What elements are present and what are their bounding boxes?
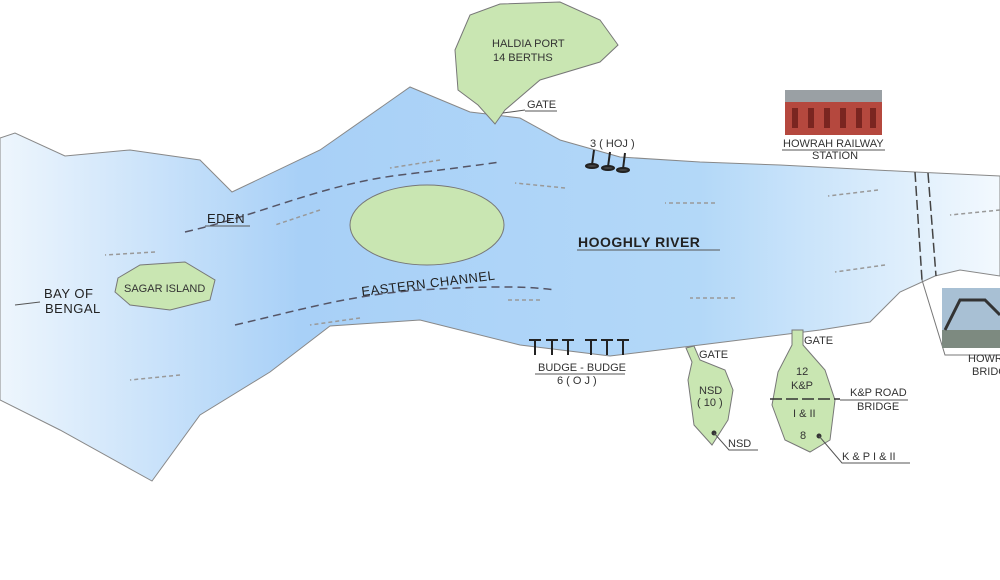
nsd-dock xyxy=(685,345,734,446)
gate-kp-label: GATE xyxy=(804,335,833,347)
howrah-station-label-2: STATION xyxy=(812,150,858,162)
kp-count-label: 12 xyxy=(796,366,808,378)
gate-nsd-label: GATE xyxy=(699,349,728,361)
eden-label: EDEN xyxy=(207,211,245,226)
river-water xyxy=(0,86,1000,482)
kp-dock xyxy=(771,329,836,453)
haldia-berths-label: 14 BERTHS xyxy=(493,52,553,64)
hoj-jetties-icon xyxy=(585,149,630,173)
gate-haldia-label: GATE xyxy=(527,99,556,111)
budge-budge-jetties-icon xyxy=(529,339,629,355)
howrah-bridge-label-1: HOWRAH xyxy=(968,353,1000,365)
sagar-island-label: SAGAR ISLAND xyxy=(124,283,205,295)
howrah-station-label-1: HOWRAH RAILWAY xyxy=(783,138,884,150)
river-label: HOOGHLY RIVER xyxy=(578,234,700,250)
haldia-port-label: HALDIA PORT xyxy=(492,38,565,50)
oj-label: 6 ( O J ) xyxy=(557,375,597,387)
central-island xyxy=(349,184,505,266)
haldia-port-land xyxy=(454,1,619,125)
howrah-bridge-image xyxy=(942,288,1000,348)
nsd-label: NSD xyxy=(699,385,722,397)
nsd-point-label: NSD xyxy=(728,438,751,450)
sagar-island xyxy=(114,261,216,311)
eden-channel-line xyxy=(184,161,501,233)
bay-of-bengal-label-2: BENGAL xyxy=(45,301,101,316)
nsd-count-label: ( 10 ) xyxy=(697,397,723,409)
kp-label: K&P xyxy=(791,380,813,392)
howrah-bridge-lines xyxy=(914,171,937,281)
kp-lower-count-label: 8 xyxy=(800,430,806,442)
howrah-bridge-label-2: BRIDGE xyxy=(972,366,1000,378)
kp-point-label: K & P I & II xyxy=(842,451,896,463)
bay-of-bengal-label-1: BAY OF xyxy=(44,286,93,301)
kp-roman-label: I & II xyxy=(793,408,816,420)
eastern-channel-line xyxy=(234,286,556,326)
hoj-label: 3 ( HOJ ) xyxy=(590,138,635,150)
howrah-station-image xyxy=(785,90,882,135)
kp-road-bridge-label-2: BRIDGE xyxy=(857,401,899,413)
budge-budge-label: BUDGE - BUDGE xyxy=(538,362,626,374)
kp-road-bridge-label-1: K&P ROAD xyxy=(850,387,907,399)
flow-arrows xyxy=(14,159,1000,381)
